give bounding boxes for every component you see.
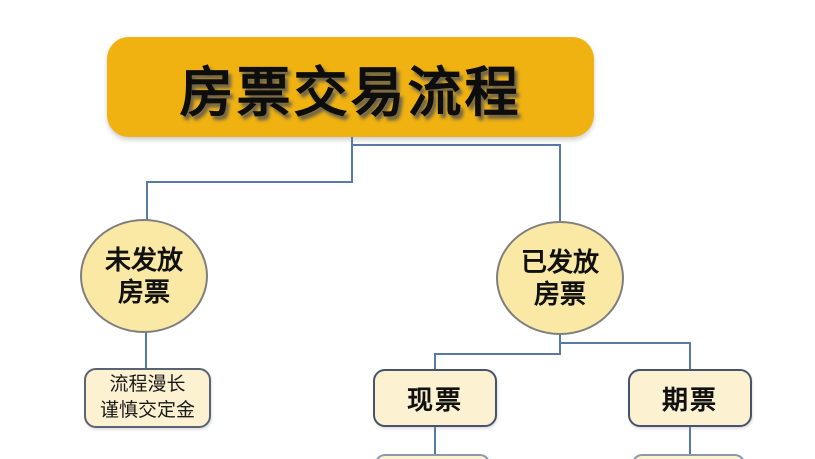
node-unissued-line2: 房票 xyxy=(117,277,170,307)
connector-title-vertical xyxy=(351,137,353,183)
connector-forward-down xyxy=(689,426,691,457)
node-spot-label: 现票 xyxy=(406,384,463,415)
node-forward-label: 期票 xyxy=(661,384,718,415)
node-issued-label: 已发放 房票 xyxy=(521,246,599,311)
node-issued-line2: 房票 xyxy=(533,279,586,309)
connector-issued-left-horizontal xyxy=(434,353,561,355)
node-spot-box: 现票 xyxy=(373,369,497,427)
node-note-box: 流程漫长 谨慎交定金 xyxy=(84,368,211,428)
node-forward-box: 期票 xyxy=(628,369,752,427)
connector-issued-right-horizontal xyxy=(559,342,691,344)
node-note-line1: 流程漫长 xyxy=(109,373,186,396)
connector-title-left-horizontal xyxy=(146,181,353,183)
node-unissued-circle: 未发放 房票 xyxy=(80,219,208,333)
connector-issued-right-vertical xyxy=(689,342,691,371)
connector-issued-left-vertical xyxy=(434,353,436,371)
connector-unissued-to-note xyxy=(145,330,147,370)
connector-title-right-horizontal xyxy=(351,144,561,146)
node-note-label: 流程漫长 谨慎交定金 xyxy=(100,372,195,423)
node-issued-line1: 已发放 xyxy=(520,246,599,277)
connector-spot-down xyxy=(434,426,436,457)
connector-title-right-vertical xyxy=(559,144,561,224)
node-unissued-label: 未发放 房票 xyxy=(105,244,183,309)
node-unissued-line1: 未发放 xyxy=(104,244,183,275)
node-note-line2: 谨慎交定金 xyxy=(99,399,195,421)
node-partial-box-right xyxy=(632,454,745,459)
node-partial-box-left xyxy=(375,454,490,459)
connector-title-left-vertical xyxy=(146,181,148,221)
title-node: 房票交易流程 xyxy=(107,37,594,137)
title-text: 房票交易流程 xyxy=(179,62,522,123)
node-issued-circle: 已发放 房票 xyxy=(496,221,624,335)
